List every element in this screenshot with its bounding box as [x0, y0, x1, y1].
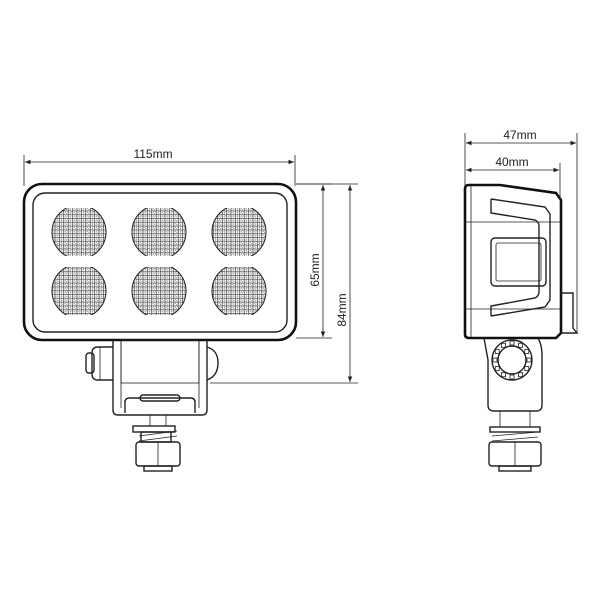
swivel-tooth	[524, 366, 530, 371]
swivel-tooth	[509, 374, 515, 380]
swivel-teeth	[492, 340, 532, 380]
dimension-width-label: 115mm	[133, 147, 172, 161]
dimension-total-height-label: 84mm	[335, 293, 349, 326]
led-array	[51, 208, 267, 315]
swivel-tooth	[518, 342, 523, 348]
housing-outer	[22, 182, 298, 342]
dimension-width: 115mm	[23, 147, 296, 186]
dimension-total-height: 84mm	[210, 183, 358, 384]
led-lens	[131, 267, 187, 315]
swivel-tooth	[501, 342, 506, 348]
led-lens	[211, 267, 267, 315]
led-lens	[51, 267, 107, 315]
side-view: 47mm 40mm	[463, 128, 579, 472]
swivel-tooth	[518, 372, 523, 378]
housing-inner	[32, 192, 288, 333]
front-view: 115mm 65mm 84mm	[22, 147, 358, 472]
swivel-tooth	[494, 366, 500, 371]
swivel-tooth	[524, 349, 530, 354]
swivel-tooth	[494, 349, 500, 354]
mounting-bracket	[85, 339, 219, 472]
dimension-housing-depth-label: 40mm	[495, 155, 528, 169]
led-lens	[211, 208, 267, 256]
dimension-lens-height: 65mm	[296, 183, 332, 339]
led-lens	[51, 208, 107, 256]
dimension-total-depth-label: 47mm	[503, 128, 536, 142]
swivel-tooth	[492, 357, 498, 363]
dimension-lens-height-label: 65mm	[308, 253, 322, 286]
swivel-tooth	[526, 357, 532, 363]
dimension-housing-depth: 40mm	[466, 155, 561, 200]
swivel-tooth	[501, 372, 506, 378]
swivel-tooth	[509, 340, 515, 346]
led-lens	[131, 208, 187, 256]
dimension-total-depth: 47mm	[464, 128, 578, 333]
